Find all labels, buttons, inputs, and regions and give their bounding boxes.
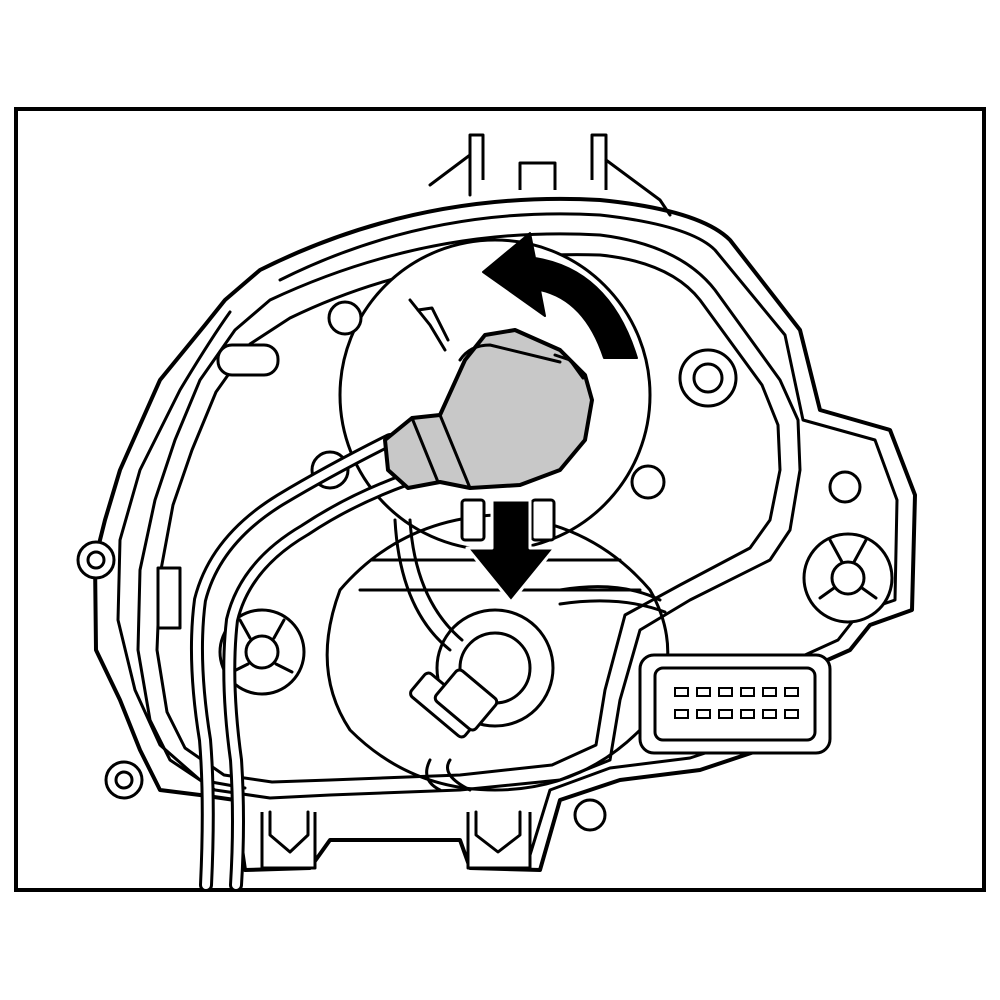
headlamp-housing <box>76 133 917 872</box>
bulb-connector-cap <box>383 328 594 490</box>
wiring-harness <box>393 518 667 792</box>
electrical-connector-block <box>638 653 832 755</box>
bulb-cable <box>189 433 412 892</box>
down-arrow-icon <box>465 498 557 604</box>
curved-rotate-arrow-icon <box>482 232 638 359</box>
